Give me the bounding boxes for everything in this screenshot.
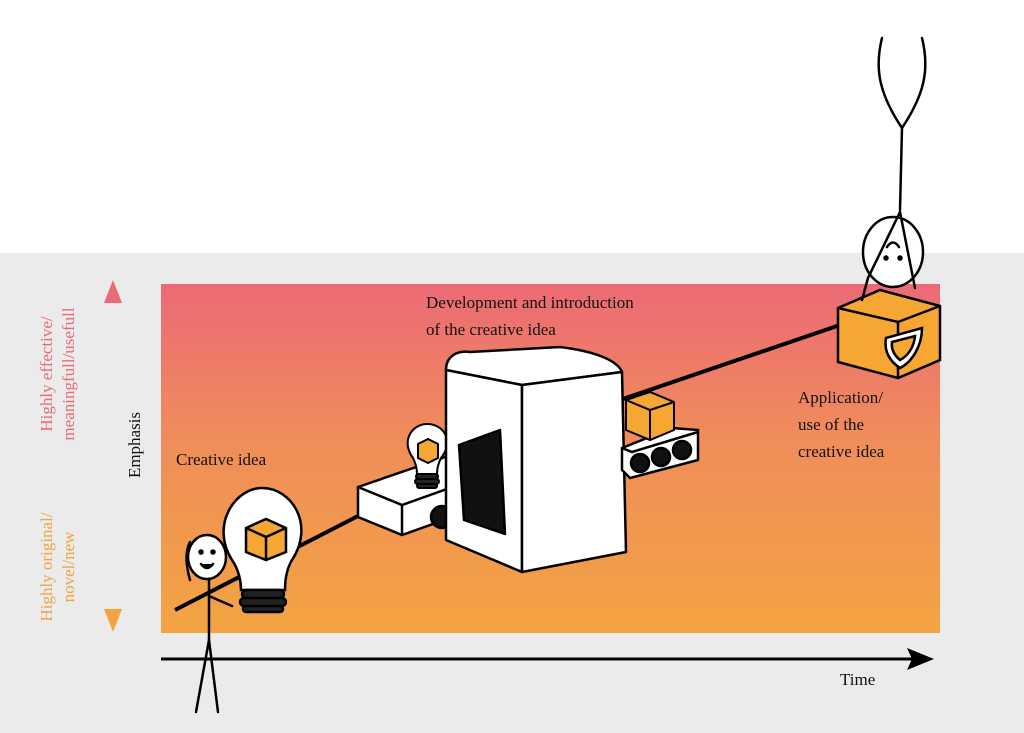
finished-product-box — [836, 288, 942, 380]
label-emphasis: Emphasis — [125, 411, 144, 479]
label-bottom-axis-line-1: Highly original/ — [37, 512, 56, 622]
small-lightbulb-icon — [406, 422, 448, 489]
big-lightbulb-icon — [222, 486, 303, 614]
label-development: Development and introduction of the crea… — [426, 289, 634, 343]
label-application-line-3: creative idea — [798, 442, 885, 461]
label-top-axis: Highly effective/ meaningfull/usefull — [36, 307, 80, 440]
emphasis-arrow — [104, 280, 122, 632]
label-application-line-1: Application/ — [798, 388, 883, 407]
label-bottom-axis-line-2: novel/new — [59, 531, 78, 603]
label-development-line-2: of the creative idea — [426, 320, 556, 339]
stick-figure-upside-down — [860, 36, 927, 302]
label-top-axis-line-2: meaningfull/usefull — [59, 307, 78, 441]
label-time: Time — [840, 670, 876, 689]
label-creative-idea: Creative idea — [176, 450, 267, 469]
conveyor-right — [620, 426, 700, 480]
machine — [444, 345, 628, 574]
stick-figure-left — [185, 533, 234, 714]
label-development-line-1: Development and introduction — [426, 293, 634, 312]
box-in-transit — [625, 390, 675, 442]
time-axis-arrow — [161, 648, 934, 670]
label-bottom-axis: Highly original/ novel/new — [36, 512, 80, 621]
label-application-line-2: use of the — [798, 415, 865, 434]
label-application: Application/ use of the creative idea — [798, 384, 884, 465]
label-top-axis-line-1: Highly effective/ — [37, 316, 56, 432]
